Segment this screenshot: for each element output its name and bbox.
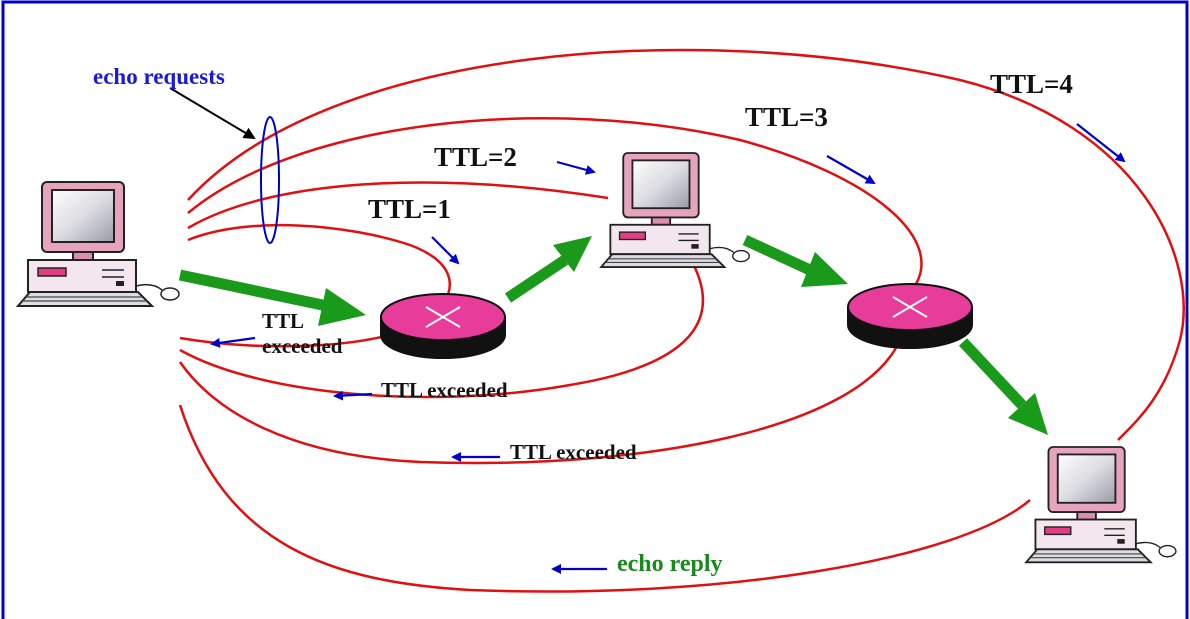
source-computer <box>17 181 180 307</box>
ttl-exceeded-1-line2: exceeded <box>262 334 343 358</box>
ttl3-label: TTL=3 <box>745 102 828 132</box>
forward-arrow-2 <box>504 236 592 303</box>
ttl-exceeded-3-label: TTL exceeded <box>510 440 637 464</box>
ttl2-arrow <box>556 160 596 175</box>
loop-ttl1 <box>179 223 451 348</box>
ttl2-label: TTL=2 <box>434 142 517 172</box>
destination-computer <box>1025 446 1177 564</box>
router-1 <box>380 293 506 359</box>
forward-arrow-3 <box>742 235 848 287</box>
exceeded1-arrow <box>210 336 256 348</box>
middle-computer <box>600 152 751 269</box>
ttl3-arrow <box>826 155 876 184</box>
path-lines <box>178 48 1185 593</box>
echo-requests-ellipse <box>260 116 280 244</box>
ttl-exceeded-2-label: TTL exceeded <box>381 378 508 402</box>
loop-ttl3 <box>178 116 923 465</box>
echo-reply-label: echo reply <box>617 551 723 577</box>
loop-ttl4 <box>178 48 1185 593</box>
echo-requests-pointer <box>169 87 256 140</box>
forward-arrow-1 <box>178 269 366 326</box>
router-2 <box>847 283 973 349</box>
echo-requests-label: echo requests <box>93 64 225 89</box>
ttl4-label: TTL=4 <box>990 69 1073 99</box>
ttl1-label: TTL=1 <box>368 194 451 224</box>
ttl1-arrow <box>431 236 460 265</box>
exceeded2-arrow <box>333 390 373 401</box>
loop-ttl2 <box>179 181 705 399</box>
ttl-arrows <box>210 123 1126 574</box>
ttl4-arrow <box>1076 123 1126 163</box>
forward-arrow-4 <box>958 338 1048 435</box>
ttl-exceeded-1-line1: TTL <box>262 309 304 333</box>
forward-arrows <box>178 235 1048 435</box>
